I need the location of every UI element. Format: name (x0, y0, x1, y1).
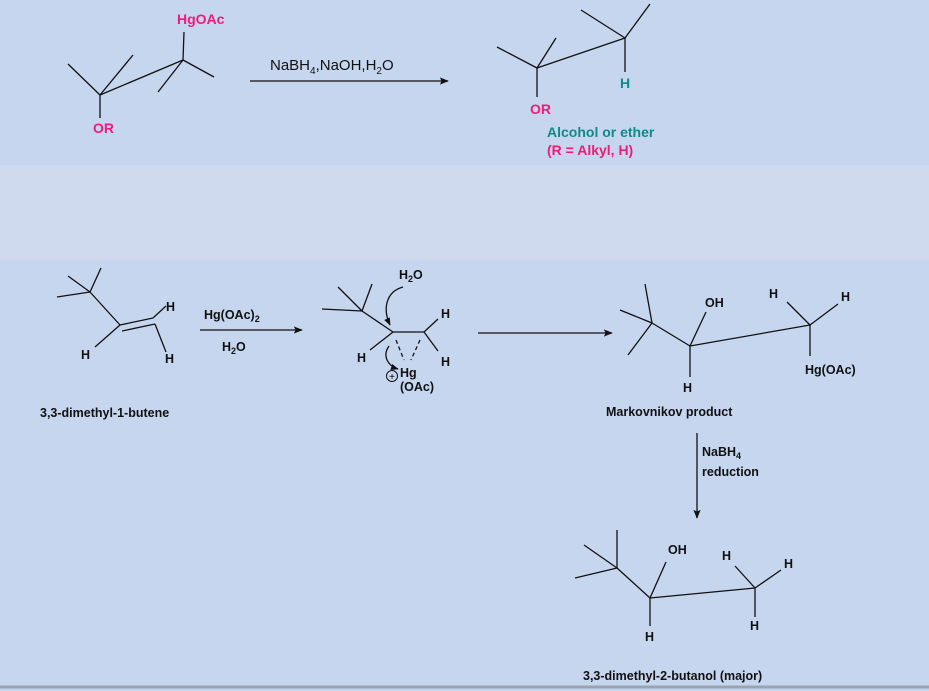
charge-label: + (389, 372, 395, 383)
bond (361, 283, 373, 312)
background-band (0, 165, 929, 260)
final-product: OH H H H H 3,3-dimethyl-2-butanol (major… (574, 530, 793, 683)
oh-label: OH (668, 543, 687, 557)
h-label: H (165, 352, 174, 366)
bond (754, 569, 782, 589)
bond (536, 37, 557, 69)
bond (649, 561, 667, 599)
positive-charge-icon (386, 370, 398, 382)
final-product-name: 3,3-dimethyl-2-butanol (major) (583, 669, 762, 683)
markovnikov-product: OH H H H Hg(OAc) Markovnikov product (606, 283, 856, 419)
bond (157, 59, 184, 93)
bond (152, 305, 167, 319)
bond (689, 324, 811, 347)
bond (99, 54, 134, 96)
bond (616, 567, 651, 599)
double-bond (119, 317, 154, 326)
bond (624, 3, 651, 39)
bond (67, 275, 91, 293)
partial-bond (410, 339, 421, 361)
bond (734, 565, 756, 589)
oh-label: OH (705, 296, 724, 310)
bond (619, 309, 653, 324)
curved-arrow (384, 286, 404, 326)
bond (182, 59, 215, 78)
bond (337, 286, 363, 312)
bond (689, 311, 707, 347)
general-product: H OR Alcohol or ether (R = Alkyl, H) (496, 3, 655, 158)
bond (67, 63, 101, 96)
alkene-name: 3,3-dimethyl-1-butene (40, 406, 169, 420)
h-label: H (750, 619, 759, 633)
reagent-label: NaBH4,NaOH,H2O (270, 57, 394, 77)
bond (94, 324, 121, 348)
h-label: H (441, 307, 450, 321)
reagent-hg-oac: Hg(OAc)2 (204, 308, 260, 324)
bond (89, 267, 102, 293)
bond (56, 291, 91, 298)
h-label: H (722, 549, 731, 563)
hgoac-label: HgOAc (177, 11, 225, 27)
bond (649, 587, 756, 599)
bond (627, 322, 653, 356)
partial-bond (395, 339, 405, 361)
or-label: OR (93, 120, 114, 136)
bond (423, 318, 439, 333)
bond (809, 303, 839, 326)
h-label: H (81, 348, 90, 362)
mercurinium-intermediate: H2O H H H + Hg (OAc) (321, 268, 450, 394)
double-bond (121, 323, 156, 332)
general-reactant: HgOAc OR (67, 11, 225, 136)
bond (154, 323, 167, 353)
h-label: H (441, 355, 450, 369)
bond (583, 544, 618, 569)
h-label: H (683, 381, 692, 395)
bond (496, 46, 538, 69)
bond (182, 31, 185, 61)
oac-label: (OAc) (400, 380, 434, 394)
alkene: H H H 3,3-dimethyl-1-butene (40, 267, 175, 420)
bond (369, 331, 394, 351)
h-label: H (841, 290, 850, 304)
bond (786, 301, 811, 326)
water-label: H2O (399, 268, 423, 284)
or-label: OR (530, 101, 551, 117)
reagent-water: H2O (222, 340, 246, 356)
bond (580, 9, 626, 39)
curved-arrow (385, 345, 399, 370)
product-r-definition: (R = Alkyl, H) (547, 142, 633, 158)
h-label: H (645, 630, 654, 644)
bond (651, 322, 691, 347)
bond (321, 308, 363, 312)
hg-label: Hg (400, 366, 417, 380)
markovnikov-caption: Markovnikov product (606, 405, 733, 419)
hg-oac-label: Hg(OAc) (805, 363, 856, 377)
bond (536, 37, 626, 69)
bond (423, 331, 439, 352)
h-label: H (769, 287, 778, 301)
bond (574, 567, 618, 579)
bond (99, 59, 184, 96)
bond (644, 283, 653, 324)
h-label: H (784, 557, 793, 571)
reduction-reagent: NaBH4 (702, 445, 741, 461)
reduction-label: reduction (702, 465, 759, 479)
h-label: H (620, 75, 630, 91)
bond (361, 310, 394, 333)
h-label: H (357, 351, 366, 365)
bond (89, 291, 121, 326)
h-label: H (166, 300, 175, 314)
product-caption: Alcohol or ether (547, 124, 655, 140)
